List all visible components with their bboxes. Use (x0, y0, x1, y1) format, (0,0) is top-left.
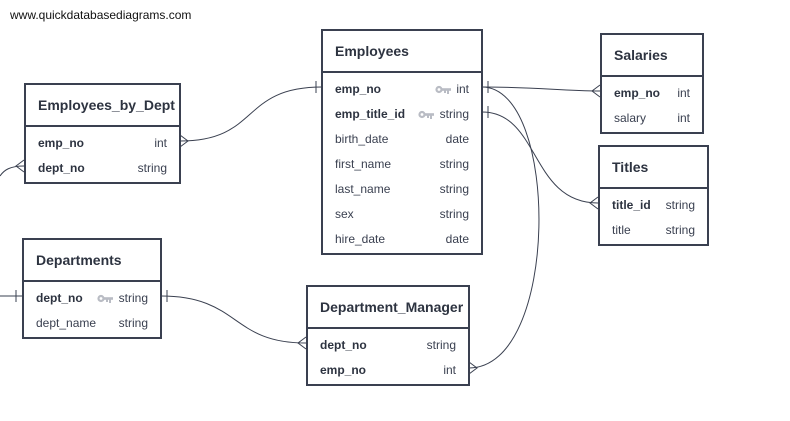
field-type: string (137, 161, 167, 175)
field-type: string (665, 198, 695, 212)
field-row[interactable]: sex string (323, 202, 481, 227)
field-name: salary (614, 111, 647, 125)
field-row[interactable]: dept_no string (308, 333, 468, 358)
table-title: Employees (323, 31, 481, 73)
field-row[interactable]: emp_no int (323, 77, 481, 102)
field-row[interactable]: emp_no int (308, 358, 468, 383)
field-name: dept_no (320, 338, 367, 352)
watermark: www.quickdatabasediagrams.com (10, 8, 192, 22)
table-title: Titles (600, 147, 707, 189)
field-row[interactable]: dept_no string (26, 156, 179, 181)
field-name: first_name (335, 157, 392, 171)
field-name: title (612, 223, 631, 237)
field-name: birth_date (335, 132, 389, 146)
link-emp-to-dept-manager (468, 86, 540, 369)
link-emp-to-salaries (481, 86, 601, 92)
field-type: int (677, 111, 690, 125)
field-name: emp_no (614, 86, 661, 100)
field-name: hire_date (335, 232, 386, 246)
many-marker (179, 134, 189, 148)
field-name: emp_no (320, 363, 367, 377)
field-name: last_name (335, 182, 391, 196)
many-marker (468, 361, 478, 375)
field-type: int (456, 82, 469, 96)
field-type: string (665, 223, 695, 237)
table-salaries[interactable]: Salaries emp_no int salary int (600, 33, 704, 134)
field-type: int (443, 363, 456, 377)
field-type: string (426, 338, 456, 352)
field-name: dept_no (36, 291, 83, 305)
link-dept-to-dept-manager (160, 295, 307, 344)
table-title: Department_Manager (308, 287, 468, 329)
field-type: string (439, 182, 469, 196)
many-marker (591, 84, 601, 98)
field-type: string (439, 207, 469, 221)
table-employees[interactable]: Employees emp_no int emp_title_id string… (321, 29, 483, 255)
key-icon (97, 294, 113, 303)
field-row[interactable]: hire_date date (323, 227, 481, 252)
link-emp-to-titles (481, 111, 599, 204)
field-name: dept_no (38, 161, 85, 175)
field-type: int (154, 136, 167, 150)
field-name: sex (335, 207, 354, 221)
field-row[interactable]: birth_date date (323, 127, 481, 152)
field-type: string (118, 291, 148, 305)
many-marker (589, 196, 599, 210)
field-row[interactable]: title_id string (600, 193, 707, 218)
table-department-manager[interactable]: Department_Manager dept_no string emp_no… (306, 285, 470, 386)
field-row[interactable]: salary int (602, 106, 702, 131)
table-departments[interactable]: Departments dept_no string dept_name str… (22, 238, 162, 339)
field-type: string (439, 157, 469, 171)
table-employees-by-dept[interactable]: Employees_by_Dept emp_no int dept_no str… (24, 83, 181, 184)
field-name: title_id (612, 198, 651, 212)
table-title: Salaries (602, 35, 702, 77)
field-name: emp_title_id (335, 107, 406, 121)
many-marker (15, 159, 25, 173)
link-emp-to-emp-by-dept (179, 86, 323, 142)
table-title: Departments (24, 240, 160, 282)
many-marker (297, 336, 307, 350)
table-titles[interactable]: Titles title_id string title string (598, 145, 709, 246)
field-row[interactable]: title string (600, 218, 707, 243)
field-type: string (118, 316, 148, 330)
field-row[interactable]: last_name string (323, 177, 481, 202)
field-name: emp_no (38, 136, 85, 150)
field-row[interactable]: dept_no string (24, 286, 160, 311)
field-row[interactable]: dept_name string (24, 311, 160, 336)
field-row[interactable]: emp_no int (26, 131, 179, 156)
key-icon (418, 110, 434, 119)
field-name: emp_no (335, 82, 382, 96)
field-type: date (445, 132, 469, 146)
link-emp-by-dept-dept (0, 165, 25, 177)
key-icon (435, 85, 451, 94)
field-name: dept_name (36, 316, 97, 330)
field-row[interactable]: emp_no int (602, 81, 702, 106)
field-row[interactable]: emp_title_id string (323, 102, 481, 127)
table-title: Employees_by_Dept (26, 85, 179, 127)
field-type: date (445, 232, 469, 246)
field-type: string (439, 107, 469, 121)
field-type: int (677, 86, 690, 100)
field-row[interactable]: first_name string (323, 152, 481, 177)
